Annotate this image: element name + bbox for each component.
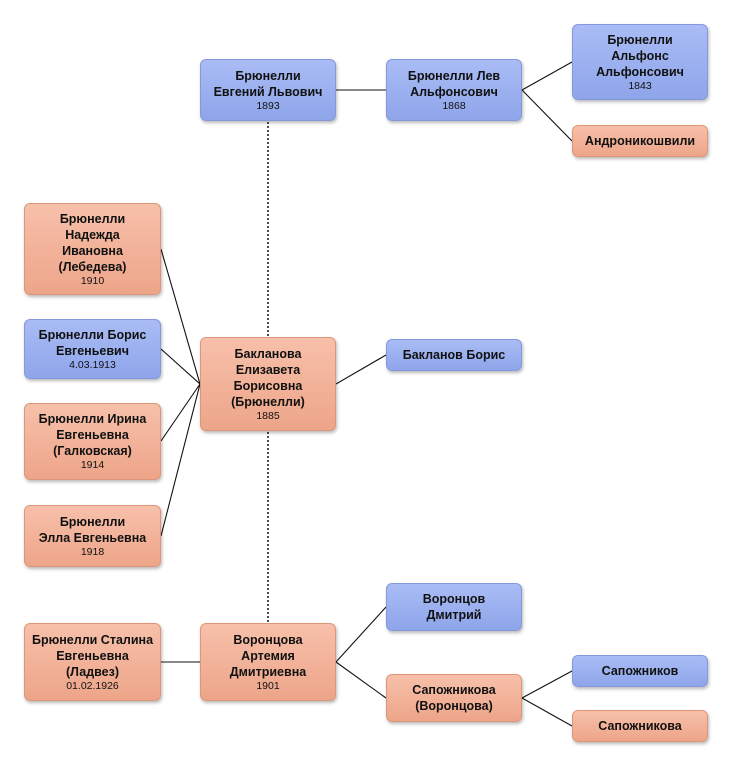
person-year: 1901: [256, 679, 280, 692]
person-name-line: Сапожникова: [598, 719, 682, 733]
person-name-line: Борисовна: [233, 378, 303, 393]
person-name-line: Брюнелли: [607, 32, 673, 47]
person-name-line: Альфонсович: [596, 64, 684, 79]
link-sapozhnikova-v-sapozhnikova: [521, 697, 573, 727]
person-year: 1885: [256, 409, 280, 422]
person-year: 1868: [442, 99, 466, 112]
person-node-sapozhnikova-v[interactable]: Сапожникова (Воронцова): [386, 674, 522, 722]
person-node-sapozhnikova[interactable]: Сапожникова: [572, 710, 708, 742]
person-year: 1843: [628, 79, 652, 92]
person-name-line: Евгеньевна: [56, 648, 129, 663]
person-name-line: Брюнелли Борис: [38, 327, 147, 342]
person-name-line: Воронцов: [422, 592, 486, 606]
person-name-line: Элла Евгеньевна: [38, 530, 147, 545]
person-year: 1914: [80, 459, 105, 471]
person-name-line: Надежда: [65, 227, 120, 242]
person-year: 1910: [80, 274, 105, 287]
person-name-line: Дмитриевна: [229, 664, 307, 679]
person-name-line: Ивановна: [62, 243, 123, 258]
person-name-line: Евгеньевна: [56, 428, 129, 442]
link-lev-andronik: [521, 89, 573, 142]
person-name-line: Бакланова: [234, 346, 302, 361]
link-sapozhnikova-v-sapozhnikov: [521, 670, 573, 699]
person-name-line: Андроникошвили: [584, 134, 696, 148]
person-name-line: Сапожникова: [412, 683, 496, 697]
person-year: 1918: [80, 545, 105, 558]
person-year: 4.03.1913: [69, 358, 116, 371]
person-node-boris-b[interactable]: Бакланов Борис: [386, 339, 522, 371]
person-name-line: Бакланов Борис: [402, 348, 506, 362]
person-name-line: Воронцова: [233, 632, 303, 647]
person-name-line: (Лебедева): [58, 259, 127, 274]
link-elizaveta-irina: [160, 383, 201, 442]
person-name-line: Артемия: [241, 648, 295, 663]
link-elizaveta-nadezhda: [160, 248, 201, 385]
link-artemia-sapozhnikova-v: [335, 661, 387, 699]
link-elizaveta-boris-b: [335, 354, 387, 385]
person-name-line: Елизавета: [235, 362, 301, 377]
person-name-line: Евгеньевич: [56, 343, 129, 358]
link-elizaveta-ella: [160, 383, 201, 537]
link-artemia-vorontsov-d: [335, 606, 387, 663]
person-name-line: (Галковская): [53, 444, 132, 458]
person-name-line: Брюнелли Ирина: [38, 412, 147, 426]
person-name-line: Дмитрий: [426, 608, 482, 622]
person-name-line: Евгений Львович: [213, 84, 323, 99]
person-name-line: Брюнелли Сталина: [31, 632, 154, 647]
person-name-line: (Ладвез): [66, 664, 119, 679]
person-node-andronik[interactable]: Андроникошвили: [572, 125, 708, 157]
person-name-line: Альфонсович: [410, 84, 498, 99]
person-name-line: Сапожников: [601, 664, 679, 678]
person-name-line: Брюнелли: [59, 211, 126, 226]
person-year: 1893: [256, 99, 280, 112]
person-node-sapozhnikov[interactable]: Сапожников: [572, 655, 708, 687]
person-name-line: (Воронцова): [415, 699, 493, 713]
person-name-line: Брюнелли: [235, 68, 301, 83]
person-name-line: Брюнелли: [59, 514, 126, 529]
link-elizaveta-boris-e: [160, 348, 201, 385]
person-name-line: (Брюнелли): [231, 394, 305, 409]
link-lev-alfons: [521, 61, 573, 91]
person-name-line: Альфонс: [611, 48, 669, 63]
person-year: 01.02.1926: [66, 679, 119, 692]
person-name-line: Брюнелли Лев: [407, 68, 501, 83]
